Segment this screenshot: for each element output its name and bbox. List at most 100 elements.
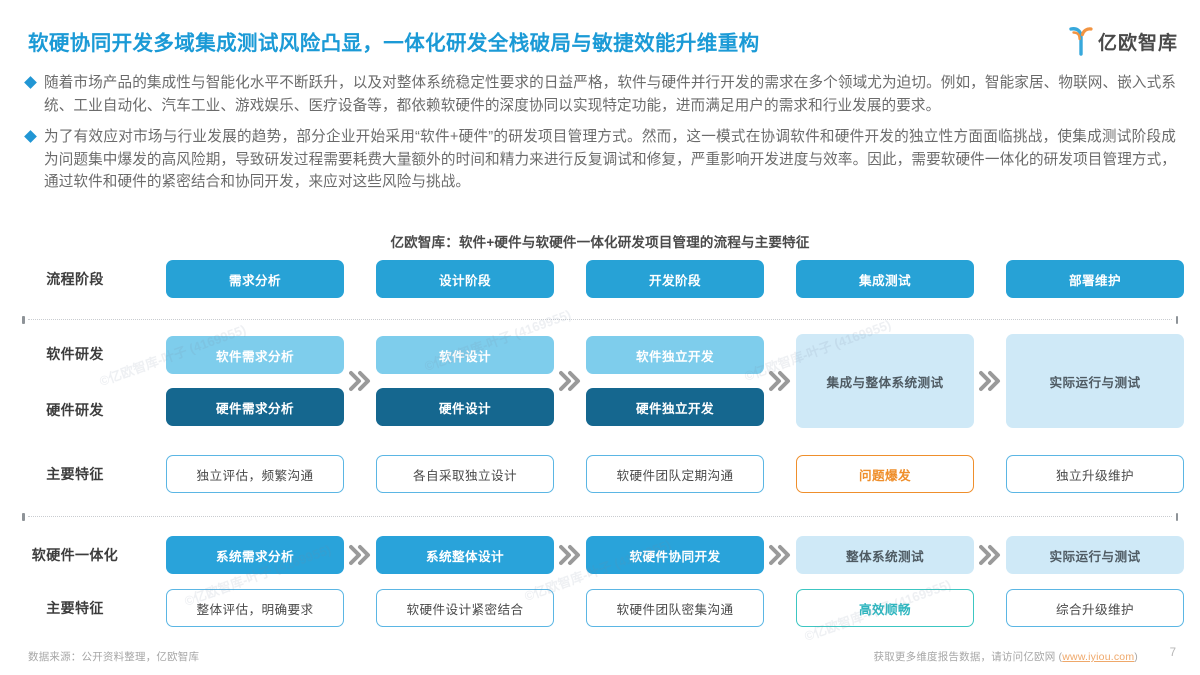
section-divider — [22, 513, 1178, 521]
row-cells: 整体评估，明确要求 软硬件设计紧密结合 软硬件团队密集沟通 高效顺畅 综合升级维… — [150, 589, 1200, 627]
row-label-key-features: 主要特征 — [46, 466, 104, 482]
cell: 整体系统测试 — [780, 536, 1000, 574]
runtime-test-box[interactable]: 实际运行与测试 — [1006, 536, 1184, 574]
row-key-features-unified: 主要特征 整体评估，明确要求 软硬件设计紧密结合 软硬件团队密集沟通 高效顺畅 … — [0, 586, 1200, 630]
feature-box-success[interactable]: 高效顺畅 — [796, 589, 974, 627]
software-box[interactable]: 软件独立开发 — [586, 336, 764, 374]
stage-box[interactable]: 部署维护 — [1006, 260, 1184, 298]
page-title: 软硬协同开发多域集成测试风险凸显，一体化研发全栈破局与敏捷效能升维重构 — [28, 32, 760, 55]
bullet-text: 随着市场产品的集成性与智能化水平不断跃升，以及对整体系统稳定性要求的日益严格，软… — [44, 75, 1176, 114]
hardware-box[interactable]: 硬件独立开发 — [586, 388, 764, 426]
cell: 软硬件协同开发 — [570, 536, 790, 574]
cell: 软件设计 硬件设计 — [360, 336, 580, 426]
cell: 集成测试 — [780, 260, 990, 298]
page-header: 软硬协同开发多域集成测试风险凸显，一体化研发全栈破局与敏捷效能升维重构 亿欧智库 — [0, 0, 1200, 62]
brand-logo: 亿欧智库 — [1068, 26, 1178, 56]
cell: 软硬件团队定期沟通 — [570, 455, 780, 493]
row-cells: 独立评估，频繁沟通 各自采取独立设计 软硬件团队定期沟通 问题爆发 独立升级维护 — [150, 455, 1200, 493]
cell: 问题爆发 — [780, 455, 990, 493]
page-footer: 数据来源：公开资料整理，亿欧智库 获取更多维度报告数据，请访问亿欧网 (www.… — [0, 641, 1200, 675]
feature-box[interactable]: 软硬件团队密集沟通 — [586, 589, 764, 627]
system-test-box[interactable]: 整体系统测试 — [796, 536, 974, 574]
feature-box[interactable]: 独立评估，频繁沟通 — [166, 455, 344, 493]
row-label-software: 软件研发 — [46, 346, 104, 362]
diamond-bullet-icon — [24, 130, 37, 143]
divider-cap-right — [1175, 513, 1178, 521]
cell: 实际运行与测试 — [990, 334, 1200, 428]
bullet-list: 随着市场产品的集成性与智能化水平不断跃升，以及对整体系统稳定性要求的日益严格，软… — [24, 72, 1176, 203]
row-process-stage: 流程阶段 需求分析 设计阶段 开发阶段 集成测试 部署维护 — [0, 258, 1200, 300]
divider-cap-left — [22, 316, 25, 324]
row-label-process-stage: 流程阶段 — [46, 271, 104, 287]
section-divider — [22, 316, 1178, 324]
row-label-key-features: 主要特征 — [46, 600, 104, 616]
cell: 设计阶段 — [360, 260, 570, 298]
stacked-boxes: 软件独立开发 硬件独立开发 — [586, 336, 764, 426]
cell: 各自采取独立设计 — [360, 455, 570, 493]
unified-box[interactable]: 系统需求分析 — [166, 536, 344, 574]
unified-box[interactable]: 系统整体设计 — [376, 536, 554, 574]
stage-box[interactable]: 集成测试 — [796, 260, 974, 298]
hardware-box[interactable]: 硬件需求分析 — [166, 388, 344, 426]
stage-box[interactable]: 设计阶段 — [376, 260, 554, 298]
page-number: 7 — [1169, 647, 1176, 659]
cell: 软件需求分析 硬件需求分析 — [150, 336, 370, 426]
cell: 软硬件设计紧密结合 — [360, 589, 570, 627]
hardware-box[interactable]: 硬件设计 — [376, 388, 554, 426]
cell: 开发阶段 — [570, 260, 780, 298]
feature-box[interactable]: 软硬件设计紧密结合 — [376, 589, 554, 627]
cell: 软硬件团队密集沟通 — [570, 589, 780, 627]
cell: 实际运行与测试 — [990, 536, 1200, 574]
process-flow-diagram: 流程阶段 需求分析 设计阶段 开发阶段 集成测试 部署维护 — [0, 258, 1200, 630]
feature-box[interactable]: 独立升级维护 — [1006, 455, 1184, 493]
row-label-unified: 软硬件一体化 — [31, 547, 119, 563]
cell: 综合升级维护 — [990, 589, 1200, 627]
divider-line — [28, 319, 1172, 320]
cell: 集成与整体系统测试 — [780, 334, 1000, 428]
bullet-text: 为了有效应对市场与行业发展的趋势，部分企业开始采用“软件+硬件”的研发项目管理方… — [44, 129, 1176, 190]
logo-text: 亿欧智库 — [1097, 32, 1178, 54]
runtime-test-box[interactable]: 实际运行与测试 — [1006, 334, 1184, 428]
cell: 整体评估，明确要求 — [150, 589, 360, 627]
row-software-hardware: 软件研发 硬件研发 软件需求分析 硬件需求分析 软件设计 — [0, 318, 1200, 444]
row-cells: 软件需求分析 硬件需求分析 软件设计 硬件设计 — [150, 334, 1200, 428]
row-cells: 系统需求分析 系统整体设计 软硬件协同开发 — [150, 536, 1200, 574]
row-unified: 软硬件一体化 系统需求分析 系统整体设计 软 — [0, 534, 1200, 576]
cell: 软件独立开发 硬件独立开发 — [570, 336, 790, 426]
integration-test-box[interactable]: 集成与整体系统测试 — [796, 334, 974, 428]
cell: 高效顺畅 — [780, 589, 990, 627]
software-box[interactable]: 软件需求分析 — [166, 336, 344, 374]
feature-box[interactable]: 软硬件团队定期沟通 — [586, 455, 764, 493]
stage-box[interactable]: 开发阶段 — [586, 260, 764, 298]
cell: 系统整体设计 — [360, 536, 580, 574]
software-box[interactable]: 软件设计 — [376, 336, 554, 374]
iyiou-website-link[interactable]: www.iyiou.com — [1062, 651, 1135, 663]
footer-cta-suffix: ) — [1134, 651, 1138, 663]
cell: 系统需求分析 — [150, 536, 370, 574]
feature-box[interactable]: 整体评估，明确要求 — [166, 589, 344, 627]
row-label-hardware: 硬件研发 — [46, 402, 104, 418]
cell: 独立评估，频繁沟通 — [150, 455, 360, 493]
stage-box[interactable]: 需求分析 — [166, 260, 344, 298]
data-source-note: 数据来源：公开资料整理，亿欧智库 — [28, 651, 200, 663]
cell: 部署维护 — [990, 260, 1200, 298]
row-key-features-split: 主要特征 独立评估，频繁沟通 各自采取独立设计 软硬件团队定期沟通 问题爆发 独… — [0, 452, 1200, 496]
feature-box[interactable]: 综合升级维护 — [1006, 589, 1184, 627]
divider-line — [28, 516, 1172, 517]
bullet-item: 为了有效应对市场与行业发展的趋势，部分企业开始采用“软件+硬件”的研发项目管理方… — [24, 126, 1176, 194]
feature-box-warning[interactable]: 问题爆发 — [796, 455, 974, 493]
bullet-item: 随着市场产品的集成性与智能化水平不断跃升，以及对整体系统稳定性要求的日益严格，软… — [24, 72, 1176, 117]
divider-cap-left — [22, 513, 25, 521]
feature-box[interactable]: 各自采取独立设计 — [376, 455, 554, 493]
footer-cta: 获取更多维度报告数据，请访问亿欧网 (www.iyiou.com) — [874, 649, 1138, 664]
footer-cta-prefix: 获取更多维度报告数据，请访问亿欧网 ( — [873, 651, 1063, 663]
diamond-bullet-icon — [24, 76, 37, 89]
stacked-boxes: 软件设计 硬件设计 — [376, 336, 554, 426]
cell: 独立升级维护 — [990, 455, 1200, 493]
stacked-boxes: 软件需求分析 硬件需求分析 — [166, 336, 344, 426]
divider-cap-right — [1175, 316, 1178, 324]
row-cells: 需求分析 设计阶段 开发阶段 集成测试 部署维护 — [150, 260, 1200, 298]
unified-box[interactable]: 软硬件协同开发 — [586, 536, 764, 574]
chart-title: 亿欧智库：软件+硬件与软硬件一体化研发项目管理的流程与主要特征 — [390, 235, 810, 250]
